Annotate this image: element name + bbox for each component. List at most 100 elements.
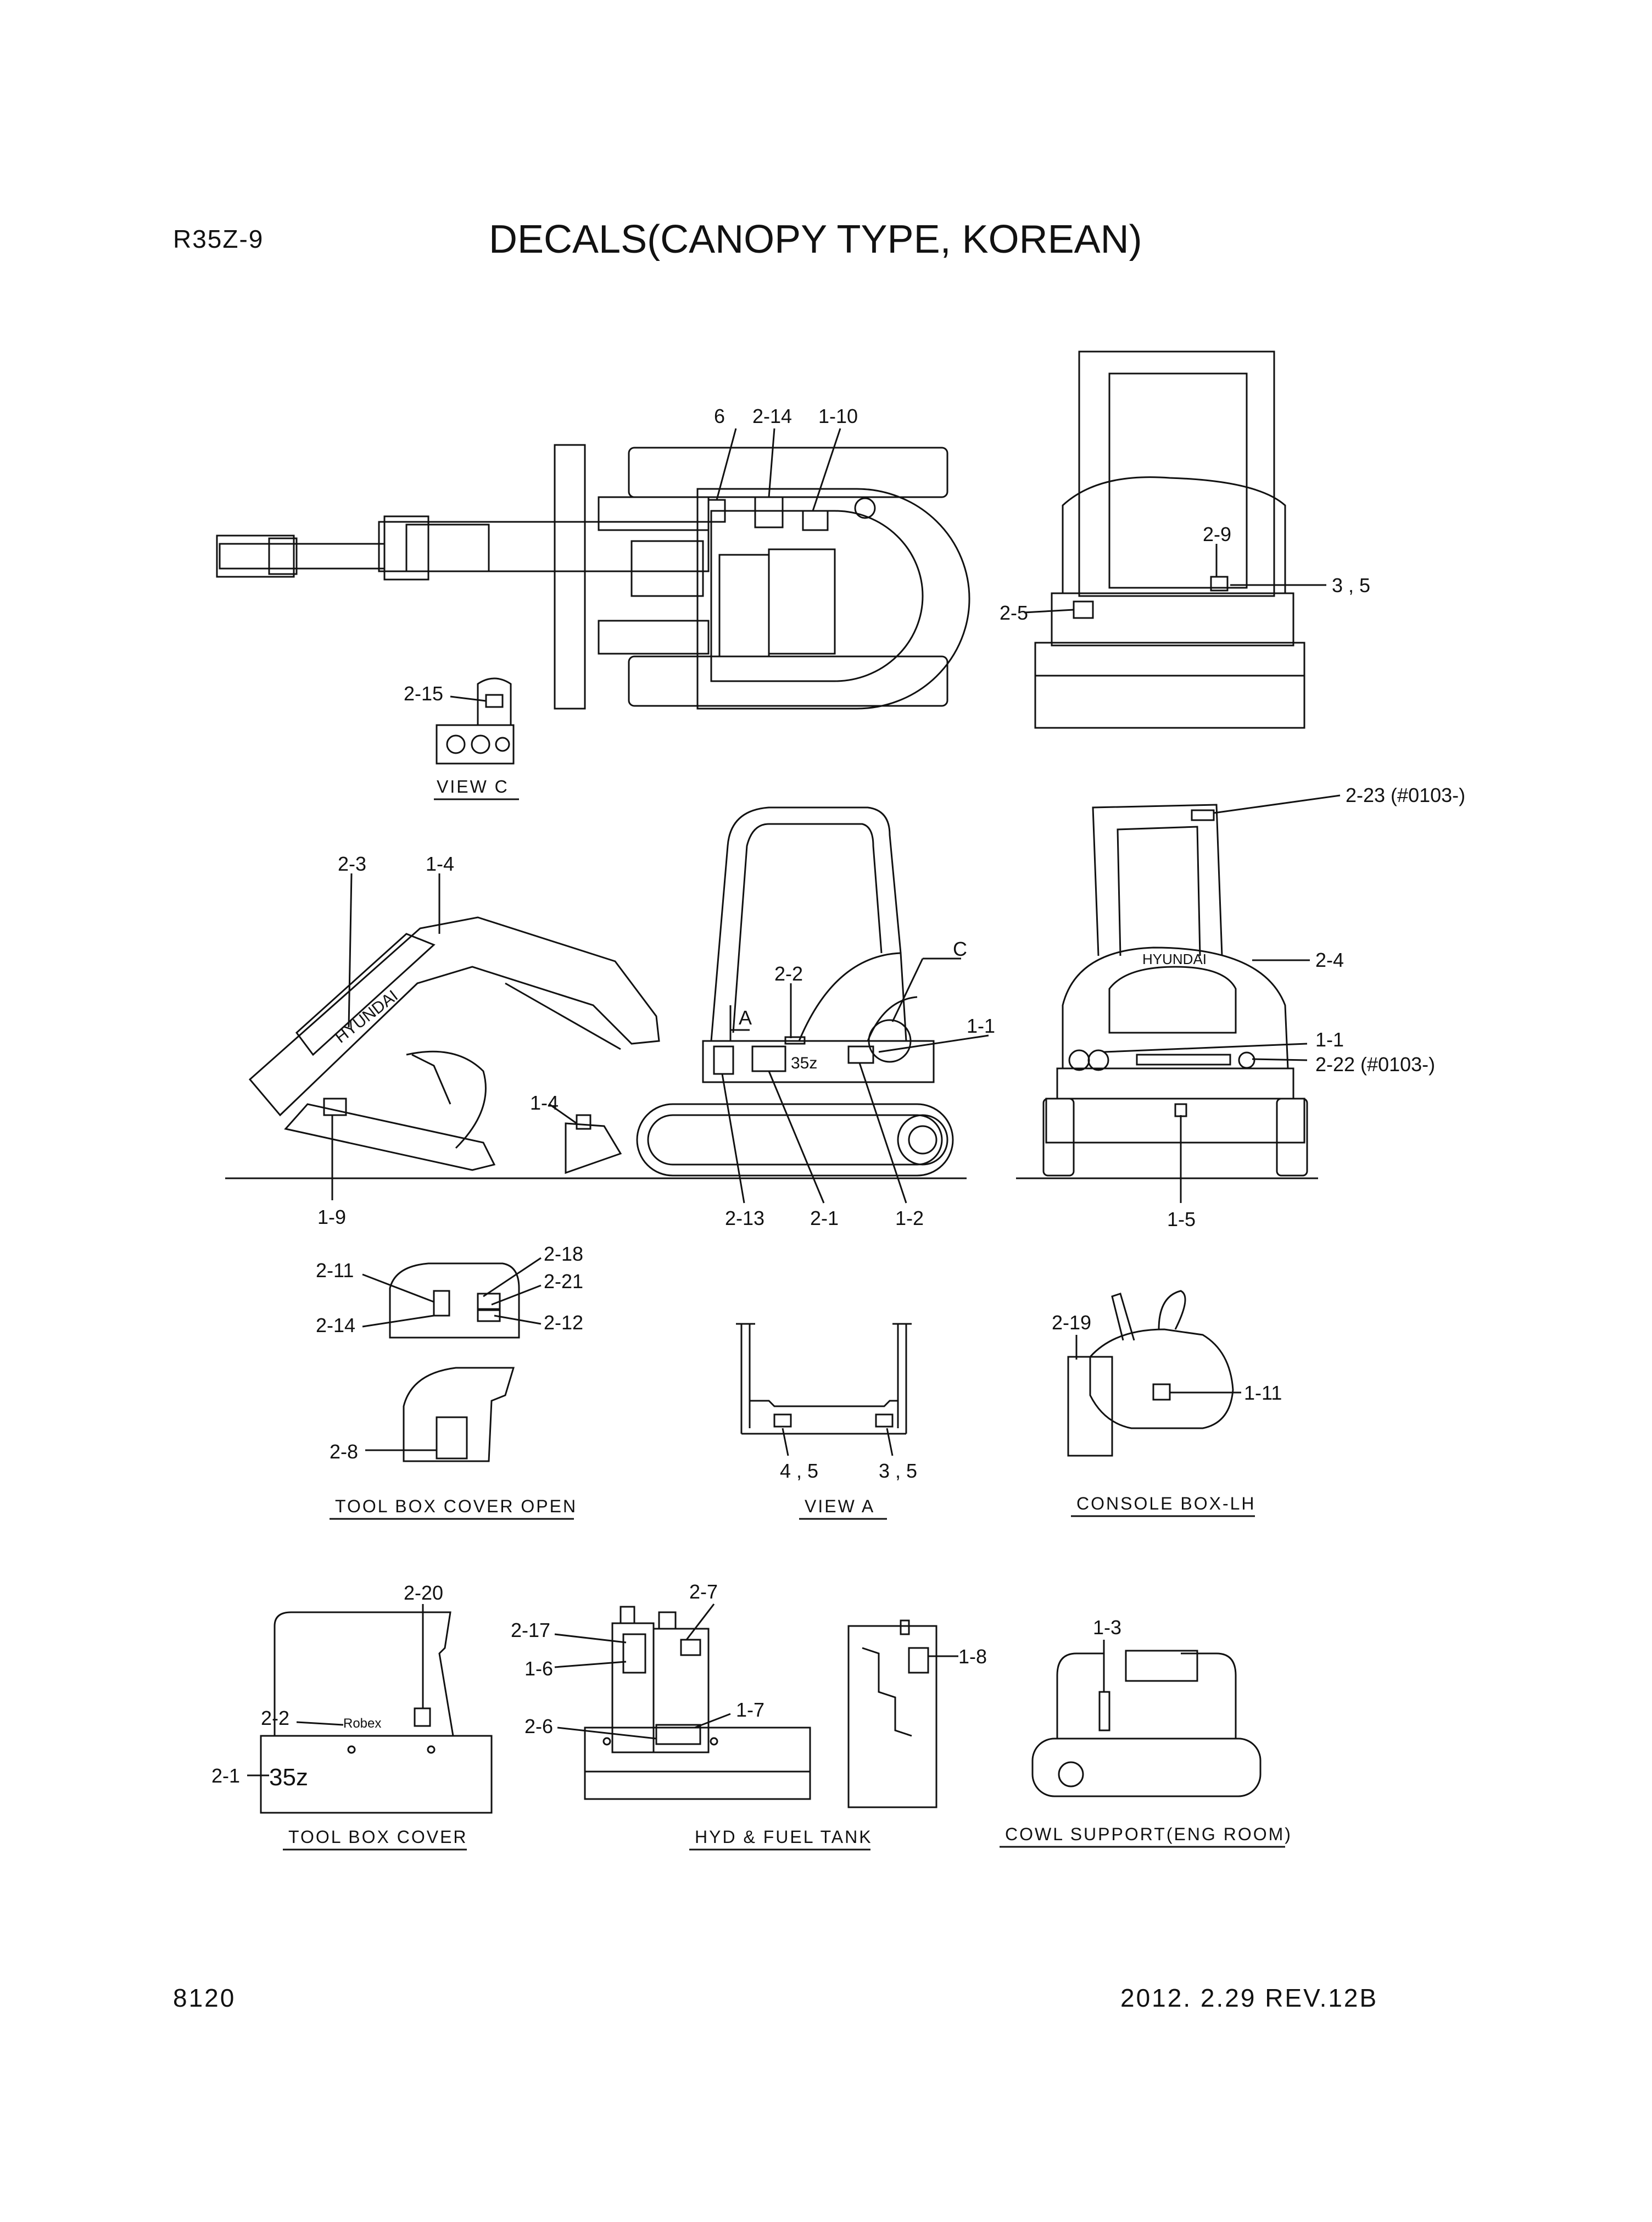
cowl-support-label: COWL SUPPORT(ENG ROOM) <box>1005 1824 1292 1844</box>
decal-1-3 <box>1098 1691 1110 1731</box>
callout-1-1-side: 1-1 <box>967 1015 995 1037</box>
back-view: HYUNDAI 2-23 (#0103-) 2-4 1-1 2-22 (#010… <box>1016 784 1465 1230</box>
callout-1-9: 1-9 <box>317 1206 346 1228</box>
revision-date: 2012. 2.29 REV.12B <box>1120 1984 1378 2012</box>
decal-1-11 <box>1152 1383 1171 1401</box>
top-view: 6 2-14 1-10 <box>216 405 970 710</box>
console-box-lh-detail: 2-19 1-11 CONSOLE BOX-LH <box>1052 1290 1282 1517</box>
decal-2-12 <box>477 1309 501 1322</box>
callout-2-9: 2-9 <box>1203 523 1231 545</box>
callout-1-8: 1-8 <box>958 1645 987 1668</box>
callout-2-11: 2-11 <box>316 1259 354 1282</box>
rear-view: 2-9 3 , 5 2-5 <box>1000 350 1370 729</box>
hyd-fuel-tank-detail: 2-7 2-17 1-6 1-7 2-6 1-8 HYD & FUEL TANK <box>511 1580 987 1851</box>
decal-2-18 <box>477 1293 501 1310</box>
callout-2-4: 2-4 <box>1315 949 1344 971</box>
cowl-support-detail: 1-3 COWL SUPPORT(ENG ROOM) <box>1000 1616 1292 1848</box>
decal-2-5 <box>1073 600 1094 619</box>
boom-brand-decal: HYUNDAI <box>332 987 401 1046</box>
decal-2-2 <box>784 1036 806 1045</box>
callout-2-2-toolbox: 2-2 <box>261 1707 289 1729</box>
callout-2-7: 2-7 <box>689 1580 718 1603</box>
decal-1-5 <box>1174 1103 1187 1117</box>
view-c-circle <box>868 1019 912 1063</box>
callout-2-6: 2-6 <box>524 1715 553 1737</box>
decal-2-9 <box>1210 576 1229 592</box>
decal-1-10 <box>802 510 829 531</box>
callout-2-13: 2-13 <box>725 1207 764 1229</box>
decal-2-15 <box>485 694 504 708</box>
callout-3-5-rear: 3 , 5 <box>1332 574 1370 597</box>
callout-2-19: 2-19 <box>1052 1311 1091 1334</box>
toolbox-model-logo: 35z <box>269 1764 308 1791</box>
callout-1-11: 1-11 <box>1244 1382 1282 1404</box>
tool-box-cover-label: TOOL BOX COVER <box>288 1827 468 1847</box>
callout-1-4-blade: 1-4 <box>530 1091 559 1114</box>
decal-2-7 <box>680 1639 701 1656</box>
callout-2-18: 2-18 <box>544 1243 583 1265</box>
callout-2-8: 2-8 <box>330 1440 358 1463</box>
decal-2-20 <box>414 1707 431 1727</box>
console-box-lh-label: CONSOLE BOX-LH <box>1076 1494 1256 1513</box>
decal-3-5-view-a <box>875 1413 894 1428</box>
decal-1-8 <box>908 1647 929 1674</box>
decal-4-5 <box>773 1413 792 1428</box>
callout-1-4-boom: 1-4 <box>426 853 454 875</box>
view-a-detail: 4 , 5 3 , 5 VIEW A <box>736 1323 917 1520</box>
decal-2-1-panel <box>751 1045 786 1072</box>
tool-box-cover-detail: Robex 35z 2-20 2-2 2-1 TOOL BOX COVER <box>211 1581 493 1851</box>
model-code: R35Z-9 <box>173 225 264 253</box>
callout-2-15: 2-15 <box>404 682 443 705</box>
callout-1-6: 1-6 <box>524 1657 553 1680</box>
callout-2-17: 2-17 <box>511 1619 550 1641</box>
callout-2-23: 2-23 (#0103-) <box>1346 784 1465 806</box>
decal-1-9 <box>323 1098 347 1116</box>
callout-2-14-tbo: 2-14 <box>316 1314 355 1336</box>
callout-2-1-toolbox: 2-1 <box>211 1764 240 1787</box>
callout-1-3: 1-3 <box>1093 1616 1121 1639</box>
decal-2-14 <box>754 496 784 528</box>
decal-1-7-2-6 <box>655 1724 701 1745</box>
tool-box-cover-open-detail: 2-11 2-14 2-18 2-21 2-12 2-8 TOOL BOX CO… <box>316 1243 583 1520</box>
decal-2-14-tbo <box>433 1290 450 1317</box>
callout-3-5-view-a: 3 , 5 <box>879 1460 917 1482</box>
callout-2-1-side: 2-1 <box>810 1207 839 1229</box>
callout-1-2: 1-2 <box>895 1207 924 1229</box>
callout-2-3: 2-3 <box>338 853 366 875</box>
callout-view-c-marker: C <box>953 938 967 960</box>
toolbox-brand-decal: Robex <box>343 1716 381 1731</box>
view-c-detail: 2-15 VIEW C <box>404 677 519 800</box>
page-title: DECALS(CANOPY TYPE, KOREAN) <box>489 218 1142 261</box>
callout-2-2-side: 2-2 <box>774 962 803 985</box>
page-number: 8120 <box>173 1984 236 2012</box>
callout-view-a-marker: A <box>739 1006 752 1029</box>
decal-2-17-1-6 <box>622 1633 646 1674</box>
view-c-label: VIEW C <box>437 777 509 797</box>
decal-1-4-blade <box>576 1114 591 1130</box>
decal-2-22 <box>1136 1054 1231 1066</box>
callout-1-5: 1-5 <box>1167 1208 1196 1230</box>
tool-box-cover-open-label: TOOL BOX COVER OPEN <box>335 1496 577 1516</box>
decal-2-23 <box>1191 809 1215 821</box>
callout-2-21: 2-21 <box>544 1270 583 1293</box>
callout-2-14: 2-14 <box>752 405 792 427</box>
callout-2-22: 2-22 (#0103-) <box>1315 1053 1435 1076</box>
view-a-label: VIEW A <box>805 1496 875 1516</box>
side-model-logo: 35z <box>791 1054 817 1072</box>
callout-2-5: 2-5 <box>1000 602 1028 624</box>
callout-4-5: 4 , 5 <box>780 1460 818 1482</box>
counterweight-brand-decal: HYUNDAI <box>1142 951 1207 967</box>
callout-1-7: 1-7 <box>736 1698 764 1721</box>
callout-6: 6 <box>714 405 725 427</box>
hyd-fuel-tank-label: HYD & FUEL TANK <box>695 1827 873 1847</box>
decal-2-8 <box>436 1416 468 1460</box>
callout-1-10: 1-10 <box>818 405 858 427</box>
side-view: HYUNDAI 35z 2-3 1-4 1-4 1-9 <box>225 806 995 1229</box>
callout-2-20: 2-20 <box>404 1581 443 1604</box>
callout-1-1-back: 1-1 <box>1315 1028 1344 1051</box>
decal-2-13 <box>713 1045 734 1075</box>
decal-1-1-back <box>1068 1049 1090 1071</box>
callout-2-12: 2-12 <box>544 1311 583 1334</box>
